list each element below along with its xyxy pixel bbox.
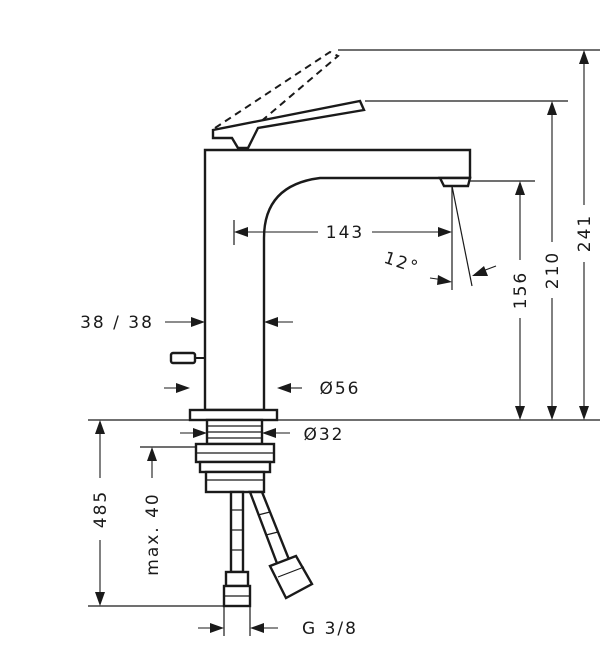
- label-base-diameter: Ø56: [319, 379, 360, 399]
- base-flange: [188, 408, 279, 422]
- dimension-diameter-56: Ø56: [164, 379, 360, 399]
- label-hose-length: 485: [91, 490, 111, 528]
- label-max-thickness: max. 40: [143, 492, 163, 575]
- label-spout-angle: 12°: [381, 248, 422, 278]
- lever-open-position: [214, 50, 340, 136]
- dimension-diameter-32: Ø32: [180, 425, 344, 445]
- pop-up-rod: [169, 351, 205, 365]
- dimension-241: 241: [575, 50, 595, 420]
- dimension-thread: G 3/8: [198, 606, 358, 639]
- dimension-156: 156: [511, 181, 531, 420]
- threaded-shank: [194, 418, 276, 494]
- label-shank-diameter: Ø32: [303, 425, 344, 445]
- faucet-body: [203, 148, 472, 412]
- dimension-angle: 12°: [381, 185, 497, 290]
- supply-hoses: [222, 490, 314, 608]
- label-thread: G 3/8: [302, 619, 358, 639]
- label-spout-reach: 143: [326, 223, 364, 243]
- label-body-height: 210: [543, 251, 563, 289]
- dimension-210: 210: [543, 101, 563, 420]
- dimension-38-38: 38 / 38: [80, 313, 293, 333]
- lever-handle: [211, 99, 366, 150]
- label-spout-height: 156: [511, 271, 531, 309]
- label-body-width: 38 / 38: [80, 313, 154, 333]
- dimension-143: 143: [233, 220, 452, 245]
- dimension-485: 485: [91, 420, 111, 606]
- extension-lines: [88, 49, 600, 607]
- dimension-max-40: max. 40: [143, 447, 163, 576]
- label-total-height: 241: [575, 214, 595, 252]
